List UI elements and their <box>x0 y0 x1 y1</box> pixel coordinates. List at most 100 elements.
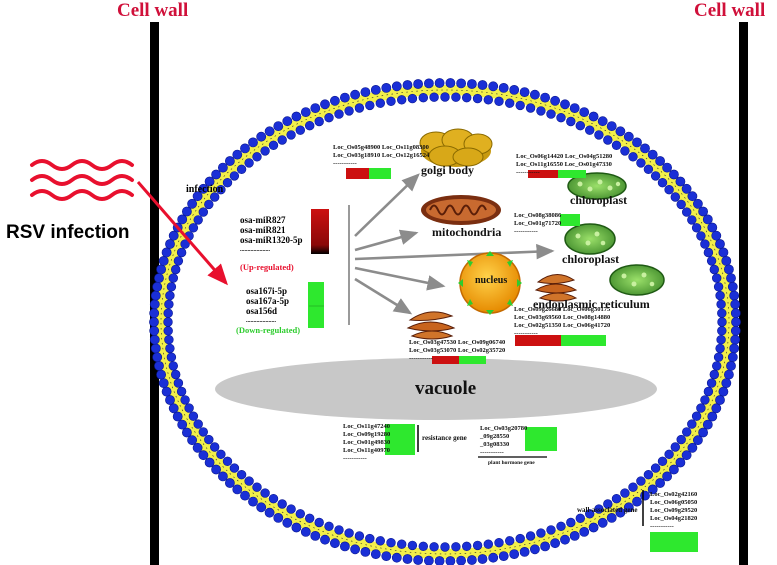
golgi-label: golgi body <box>421 163 475 177</box>
membrane-head <box>222 456 233 466</box>
gene-item: Loc_Os09g29520 <box>650 507 698 514</box>
membrane-head <box>217 471 228 482</box>
membrane-head <box>260 488 270 498</box>
membrane-head <box>180 395 190 405</box>
membrane-head <box>375 536 385 546</box>
membrane-head <box>657 178 668 188</box>
membrane-head <box>713 352 724 362</box>
membrane-head <box>707 411 718 422</box>
membrane-head <box>171 369 181 380</box>
membrane-head <box>498 83 509 93</box>
membrane-head <box>546 109 556 119</box>
hormone-expression-bar <box>525 427 557 451</box>
mirna-item: osa167a-5p <box>246 296 290 306</box>
gene-item: ----------- <box>409 355 433 362</box>
membrane-head <box>282 116 293 127</box>
membrane-head <box>354 103 365 113</box>
membrane-head <box>232 149 243 160</box>
membrane-head <box>632 137 642 148</box>
bottom-gene-list: Loc_Os03g47530 Loc_Os09g06740 Loc_Os03g5… <box>409 339 505 363</box>
membrane-head <box>727 352 738 363</box>
membrane-head <box>670 192 680 202</box>
membrane-head <box>724 264 734 275</box>
membrane-head <box>603 499 613 509</box>
membrane-head <box>365 533 375 544</box>
mirna-item: osa156d <box>246 306 278 316</box>
down-regulated-bar <box>308 282 324 328</box>
membrane-head <box>711 273 722 283</box>
membrane-head <box>305 513 315 523</box>
membrane-head <box>620 488 630 498</box>
membrane-head <box>386 537 396 548</box>
membrane-head <box>713 282 724 292</box>
membrane-head <box>632 496 642 507</box>
membrane-head <box>210 442 220 452</box>
membrane-head <box>483 539 493 549</box>
membrane-head <box>149 317 159 327</box>
membrane-head <box>165 395 175 405</box>
membrane-head <box>575 513 585 523</box>
membrane-head <box>636 476 646 486</box>
membrane-head <box>150 290 161 301</box>
membrane-head <box>611 494 622 504</box>
membrane-head <box>717 326 727 336</box>
membrane-head <box>334 525 344 535</box>
gene-item: Loc_Os03g20780 <box>480 425 528 432</box>
membrane-head <box>711 230 722 241</box>
infection-arrow <box>136 181 228 286</box>
membrane-head <box>525 531 536 541</box>
membrane-head <box>244 476 254 486</box>
membrane-head <box>588 111 599 122</box>
membrane-head <box>177 419 188 430</box>
gene-item: ----------- <box>650 523 674 530</box>
membrane-head <box>670 442 680 452</box>
membrane-head <box>569 103 580 113</box>
membrane-head <box>273 121 284 131</box>
membrane-head <box>636 158 646 168</box>
gene-item: ----------- <box>514 228 538 235</box>
membrane-head <box>163 326 173 336</box>
membrane-head <box>173 378 184 388</box>
membrane-head <box>163 308 173 318</box>
infection-arrow-label: infection <box>186 184 224 195</box>
mirna-item: osa-miR1320-5p <box>240 235 303 245</box>
membrane-head <box>158 378 169 388</box>
gene-item: Loc_Os02g42160 <box>650 491 698 498</box>
membrane-head <box>386 96 396 107</box>
left-cell-wall-label: Cell wall <box>117 0 189 21</box>
membrane-head <box>687 215 697 225</box>
membrane-head <box>204 457 215 468</box>
vacuole-shape <box>215 358 657 420</box>
membrane-head <box>711 361 722 371</box>
membrane-head <box>152 352 163 363</box>
down-regulated-label: (Down-regulated) <box>236 325 301 335</box>
up-regulated-mirna-list: osa-miR827 osa-miR821 osa-miR1320-5p ...… <box>240 215 303 255</box>
membrane-head <box>324 521 334 531</box>
membrane-head <box>519 547 530 557</box>
membrane-head <box>154 360 164 371</box>
membrane-head <box>540 541 550 552</box>
gene-item: ----------- <box>514 330 538 337</box>
membrane-head <box>611 140 622 151</box>
membrane-head <box>240 143 250 154</box>
er-label: endoplasmic reticulum <box>533 297 650 311</box>
membrane-head <box>188 223 199 233</box>
membrane-head <box>350 544 360 555</box>
membrane-head <box>615 126 626 137</box>
gene-item: Loc_Os04g21820 <box>650 515 698 522</box>
membrane-head <box>314 116 324 127</box>
membrane-head <box>681 427 692 437</box>
er-gene-list: Loc_Os09g26680 Loc_Os06g30175 Loc_Os03g6… <box>514 306 610 338</box>
gene-item: ----------- <box>343 455 367 462</box>
membrane-head <box>291 522 302 533</box>
membrane-head <box>324 112 334 123</box>
membrane-head <box>702 419 713 430</box>
gene-item: ----------- <box>516 169 540 176</box>
membrane-head <box>709 264 719 275</box>
mitochondria-expression-bar <box>560 214 580 226</box>
membrane-head <box>451 542 461 552</box>
membrane-head <box>229 463 240 473</box>
hormone-gene-label: plant hormone gene <box>488 460 535 466</box>
membrane-head <box>681 183 692 194</box>
membrane-head <box>729 290 740 301</box>
